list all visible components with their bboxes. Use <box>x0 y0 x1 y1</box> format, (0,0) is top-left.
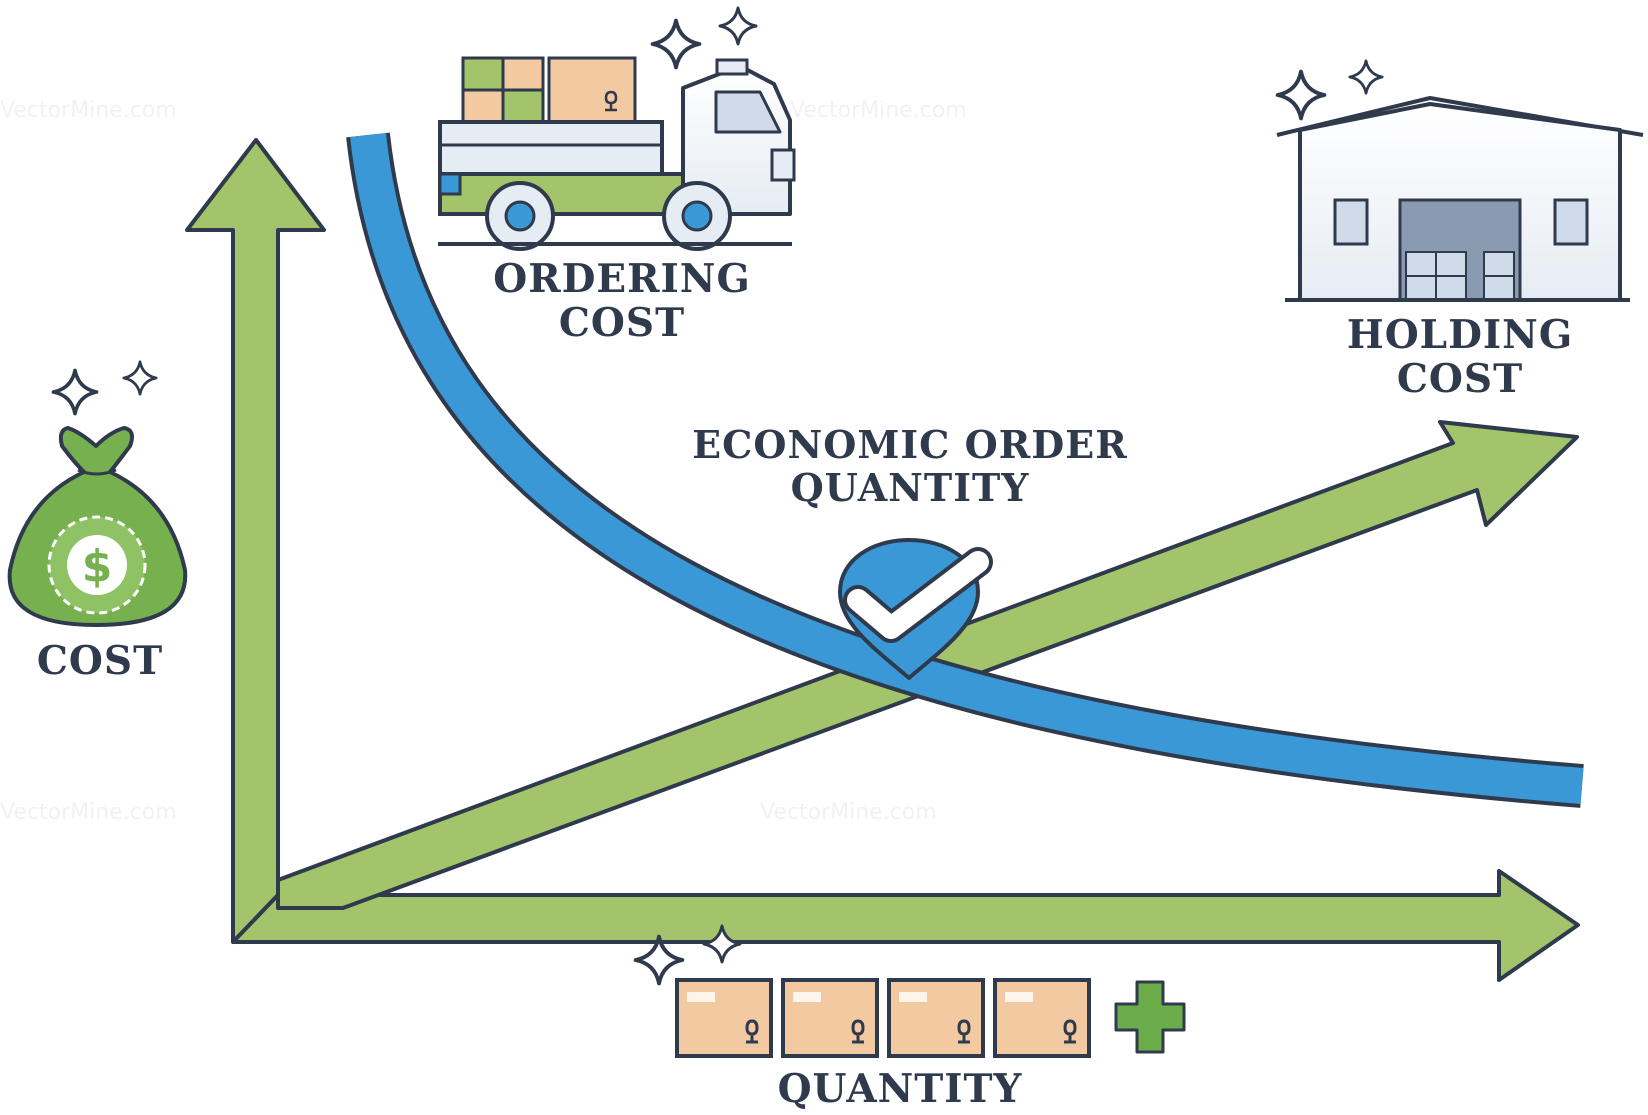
cardboard-box-icon <box>675 978 773 1058</box>
cost-axis-label: COST <box>36 638 164 684</box>
cardboard-box-icon <box>781 978 879 1058</box>
quantity-axis-label: QUANTITY <box>777 1066 1023 1112</box>
sparkle-icon <box>51 368 99 416</box>
cost-axis-arrow <box>185 138 326 944</box>
sparkle-icon <box>1348 59 1384 95</box>
watermark: VectorMine.com <box>760 800 937 825</box>
sparkle-icon <box>122 360 158 396</box>
svg-text:$: $ <box>82 541 113 592</box>
sparkle-icon <box>1275 69 1327 121</box>
quantity-axis-arrow <box>231 869 1580 982</box>
eoq-label: ECONOMIC ORDER QUANTITY <box>692 422 1128 510</box>
cardboard-box-icon <box>993 978 1091 1058</box>
delivery-truck-icon <box>438 56 796 251</box>
checkmark-badge-icon <box>838 538 993 680</box>
sparkle-icon <box>718 6 758 46</box>
watermark: VectorMine.com <box>790 98 967 123</box>
holding-cost-label: HOLDING COST <box>1346 312 1574 402</box>
ordering-cost-label: ORDERING COST <box>493 256 751 346</box>
warehouse-icon <box>1276 96 1644 302</box>
watermark: VectorMine.com <box>0 98 177 123</box>
plus-icon <box>1114 980 1186 1054</box>
watermark: VectorMine.com <box>0 800 177 825</box>
cardboard-box-icon <box>887 978 985 1058</box>
sparkle-icon <box>650 18 702 70</box>
money-bag-icon: $ <box>7 426 188 627</box>
